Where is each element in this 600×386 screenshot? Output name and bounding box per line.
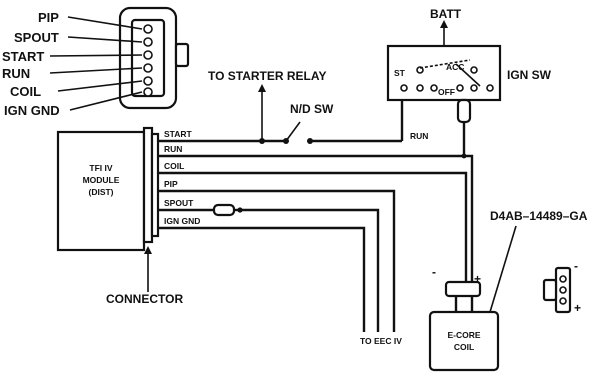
- part-number-label: D4AB–14489–GA: [490, 209, 588, 223]
- coil-title-line1: E-CORE: [447, 330, 480, 340]
- wire-label-start: START: [164, 129, 193, 139]
- harness-wires: [158, 139, 474, 332]
- nd-switch: [258, 84, 404, 144]
- ignition-switch: [386, 20, 502, 102]
- side-plus-label: +: [574, 301, 581, 315]
- pin-label-run: RUN: [2, 66, 30, 81]
- e-core-coil: [428, 225, 517, 372]
- to-eec-label: TO EEC IV: [360, 336, 402, 346]
- run-feed-label: RUN: [410, 131, 428, 141]
- coil-plus-label: +: [474, 272, 481, 286]
- wire-label-spout: SPOUT: [164, 198, 194, 208]
- connector-label: CONNECTOR: [106, 292, 183, 306]
- pin-label-start: START: [2, 49, 44, 64]
- pin-label-coil: COIL: [10, 84, 41, 99]
- nd-switch-label: N/D SW: [290, 102, 334, 116]
- module-title-line2: MODULE: [83, 175, 120, 185]
- switch-st-label: ST: [394, 68, 406, 78]
- tfi-module: [56, 126, 160, 252]
- batt-label: BATT: [430, 7, 462, 21]
- wire-label-run: RUN: [164, 144, 182, 154]
- connector-end-view: [49, 6, 190, 111]
- module-title-line1: TFI IV: [89, 163, 112, 173]
- ign-switch-label: IGN SW: [507, 68, 552, 82]
- pin-label-ign-gnd: IGN GND: [4, 103, 60, 118]
- run-feed-wire: [456, 98, 472, 159]
- switch-off-label: OFF: [438, 87, 455, 97]
- wire-label-coil: COIL: [164, 161, 184, 171]
- side-minus-label: -: [574, 259, 578, 273]
- coil-title-line2: COIL: [454, 342, 474, 352]
- switch-acc-label: ACC: [446, 62, 464, 72]
- to-starter-relay-label: TO STARTER RELAY: [208, 69, 326, 83]
- coil-minus-label: -: [432, 265, 436, 279]
- wire-label-ign-gnd: IGN GND: [164, 216, 200, 226]
- spout-inline-connector: [212, 203, 236, 217]
- pin-label-pip: PIP: [38, 10, 59, 25]
- pin-label-spout: SPOUT: [14, 30, 59, 45]
- wire-label-pip: PIP: [164, 179, 178, 189]
- coil-connector-side-view: [542, 266, 572, 314]
- module-title-line3: (DIST): [88, 187, 113, 197]
- connector-pins: [143, 24, 153, 97]
